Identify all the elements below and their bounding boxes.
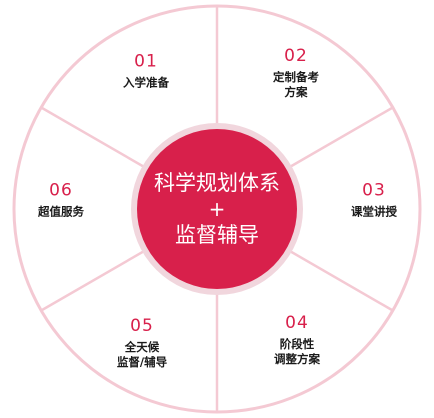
segment-label: 课堂讲授 (351, 204, 397, 219)
segment-label: 阶段性 调整方案 (274, 337, 320, 366)
segment-02: 02 定制备考 方案 (241, 46, 351, 100)
segment-divider (41, 249, 145, 312)
segment-03: 03 课堂讲授 (319, 181, 429, 220)
segment-divider (41, 106, 145, 169)
hub-title: 科学规划体系 (154, 171, 280, 195)
segment-04: 04 阶段性 调整方案 (242, 313, 352, 367)
segment-number: 04 (285, 313, 309, 333)
segment-number: 01 (134, 51, 158, 72)
segment-number: 03 (362, 180, 386, 201)
segment-label: 超值服务 (38, 204, 84, 219)
segment-divider (289, 249, 393, 312)
segment-label: 全天候 监督/辅导 (116, 340, 168, 369)
segment-divider (289, 106, 393, 169)
segment-dividers (41, 7, 393, 411)
hub-subtitle: 监督辅导 (175, 223, 259, 247)
segment-06: 06 超值服务 (6, 181, 116, 220)
segment-number: 05 (130, 316, 154, 336)
hub-circle (137, 129, 297, 289)
segment-05: 05 全天候 监督/辅导 (87, 316, 197, 370)
segment-number: 06 (49, 180, 73, 201)
segment-label: 定制备考 方案 (273, 70, 319, 99)
hub-plus: + (208, 197, 226, 221)
segment-number: 02 (284, 46, 308, 66)
segment-label: 入学准备 (123, 75, 169, 90)
segment-01: 01 入学准备 (91, 52, 201, 91)
